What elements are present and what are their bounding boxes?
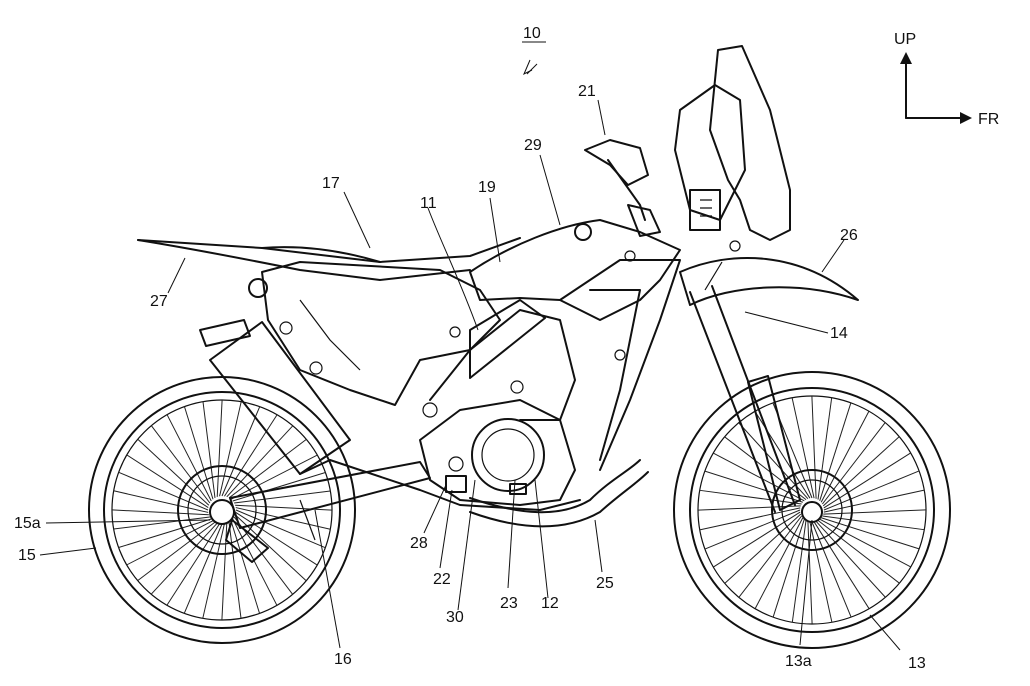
label-16: 16 — [334, 651, 352, 668]
seat — [138, 238, 520, 280]
label-29: 29 — [524, 137, 542, 154]
label-13a: 13a — [785, 653, 812, 670]
label-15: 15 — [18, 547, 36, 564]
wheel-spoke — [119, 472, 208, 510]
engine-clutch-cover — [472, 419, 544, 491]
wheel-spoke — [112, 510, 209, 515]
wheel-spoke — [138, 522, 215, 581]
wheel-spoke — [217, 400, 222, 497]
direction-indicator: UP FR — [894, 31, 999, 128]
wheel-spoke — [823, 510, 926, 514]
wheel-spoke — [151, 426, 210, 503]
exhaust-pipe — [470, 460, 640, 512]
front-fender — [680, 258, 858, 305]
wheel-spoke — [184, 524, 222, 613]
label-28: 28 — [410, 535, 428, 552]
wheel-spoke — [222, 407, 260, 496]
label-11: 11 — [420, 195, 437, 212]
handlebar — [585, 140, 660, 236]
wheel-spoke — [705, 510, 800, 549]
wheel-spoke — [114, 491, 209, 513]
rear-axle — [210, 500, 234, 524]
wheel-spoke — [713, 512, 800, 567]
label-12: 12 — [541, 595, 559, 612]
engine — [420, 400, 575, 505]
figure-number: 10 — [523, 25, 541, 42]
rear-brake-disc — [178, 466, 266, 554]
wheel-spoke — [229, 522, 241, 618]
wheel-spoke — [234, 491, 330, 503]
wheel-spoke — [203, 402, 215, 498]
wheel-spoke — [824, 453, 911, 508]
label-23: 23 — [500, 595, 518, 612]
fuel-cap — [575, 224, 591, 240]
front-fork — [690, 262, 800, 512]
label-13: 13 — [908, 655, 926, 672]
label-27: 27 — [150, 293, 168, 310]
wheel-spoke — [236, 510, 325, 548]
wheel-spoke — [114, 517, 210, 529]
figure-arrow-icon — [524, 60, 532, 74]
wheel-spoke — [725, 514, 801, 583]
wheel-spoke — [812, 522, 851, 617]
wheel-spoke — [231, 455, 317, 499]
front-brake-disc — [772, 470, 852, 550]
wheel-spoke — [167, 415, 211, 501]
up-arrow-icon — [900, 52, 912, 64]
label-30: 30 — [446, 609, 464, 626]
front-arrow-icon — [960, 112, 972, 124]
wheel-spoke — [233, 519, 277, 605]
wheel-spoke — [814, 522, 869, 609]
front-axis-label: FR — [978, 111, 999, 128]
wheel-spoke — [824, 471, 919, 510]
wheel-spoke — [812, 396, 816, 499]
label-15a: 15a — [14, 515, 41, 532]
front-cowl — [675, 46, 790, 240]
label-26: 26 — [840, 227, 858, 244]
wheel-spoke — [824, 490, 924, 512]
label-19: 19 — [478, 179, 496, 196]
engine-component-28 — [446, 476, 466, 492]
wheel-spoke — [755, 411, 810, 498]
wheel-spoke — [127, 521, 213, 565]
wheel-spoke — [810, 522, 832, 622]
wheel-spoke — [700, 508, 800, 530]
front-wheel — [674, 372, 950, 648]
label-17: 17 — [322, 175, 340, 192]
side-cover — [249, 262, 500, 405]
wheel-spoke — [220, 402, 242, 497]
muffler — [200, 320, 580, 510]
front-axle — [802, 502, 822, 522]
wheel-spoke — [203, 524, 225, 619]
up-axis-label: UP — [894, 31, 916, 48]
label-21: 21 — [578, 83, 596, 100]
label-22: 22 — [433, 571, 451, 588]
wheel-spoke — [823, 437, 899, 506]
frame — [430, 260, 680, 470]
label-14: 14 — [830, 325, 848, 342]
instrument-panel — [690, 190, 720, 230]
wheel-spoke — [816, 521, 885, 597]
label-25: 25 — [596, 575, 614, 592]
